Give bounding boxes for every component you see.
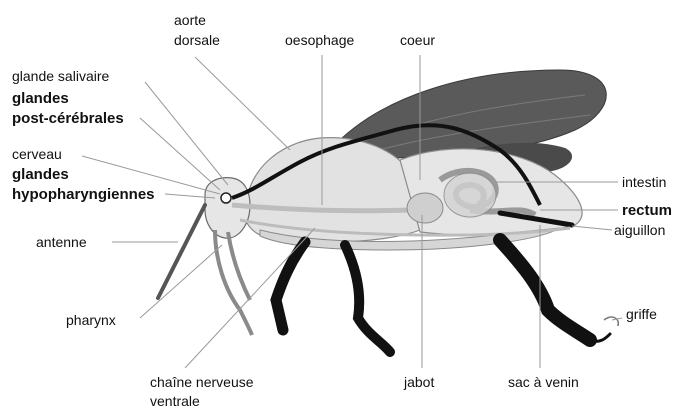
middle-leg bbox=[345, 245, 390, 352]
label-sac-venin: sac à venin bbox=[508, 374, 579, 391]
label-rectum: rectum bbox=[622, 202, 672, 220]
label-aiguillon: aiguillon bbox=[614, 222, 665, 239]
midgut bbox=[444, 173, 496, 217]
label-intestin: intestin bbox=[622, 174, 666, 191]
front-leg bbox=[276, 242, 305, 330]
label-pharynx: pharynx bbox=[66, 312, 116, 329]
label-glandes-post-line1: glandes bbox=[12, 90, 69, 108]
crop bbox=[407, 193, 443, 223]
label-jabot: jabot bbox=[404, 374, 434, 391]
label-aorte-line2: dorsale bbox=[174, 32, 220, 49]
brain bbox=[221, 193, 231, 203]
label-glandes-post-line2: post-cérébrales bbox=[12, 110, 124, 128]
label-glandes-hypo-line1: glandes bbox=[12, 166, 69, 184]
label-griffe: griffe bbox=[626, 306, 657, 323]
label-glandes-hypo-line2: hypopharyngiennes bbox=[12, 186, 155, 204]
label-aorte-line1: aorte bbox=[174, 12, 206, 29]
label-cerveau: cerveau bbox=[12, 146, 62, 163]
claw bbox=[604, 317, 618, 326]
hind-leg bbox=[500, 240, 590, 340]
label-chaine-line2: ventrale bbox=[150, 393, 200, 410]
leader-aiguillon bbox=[572, 226, 612, 230]
leader-chaine bbox=[185, 228, 315, 368]
label-glande-salivaire: glande salivaire bbox=[12, 68, 109, 85]
label-coeur: coeur bbox=[400, 32, 435, 49]
antenna bbox=[158, 205, 205, 298]
leader-aorte bbox=[195, 57, 290, 150]
legs bbox=[276, 240, 610, 352]
label-chaine-line1: chaîne nerveuse bbox=[150, 374, 254, 391]
label-oesophage: oesophage bbox=[285, 32, 354, 49]
leader-glandes-post bbox=[140, 118, 220, 190]
label-antenne: antenne bbox=[36, 234, 87, 251]
